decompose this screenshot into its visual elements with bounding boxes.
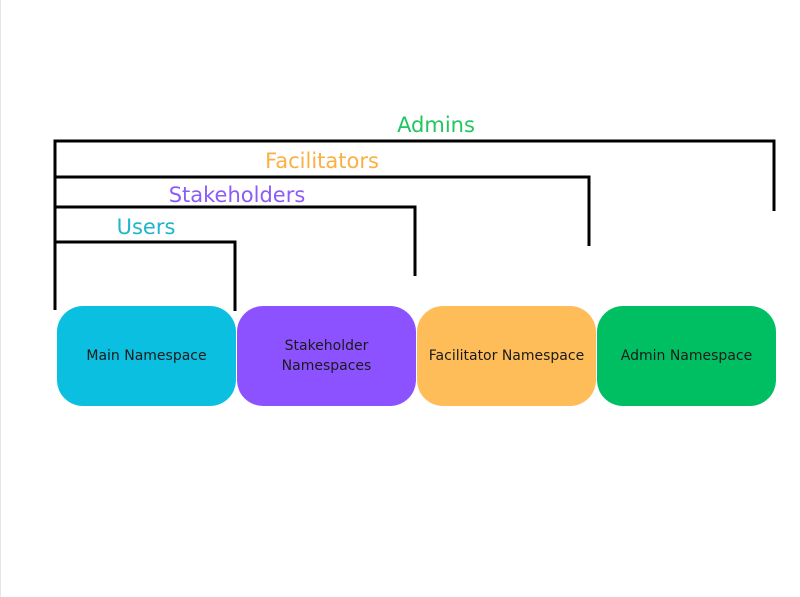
- admin-namespace-box: Admin Namespace: [597, 306, 776, 406]
- users-bracket: [55, 240, 237, 311]
- stakeholders-bracket: [55, 205, 417, 276]
- stakeholder-namespaces-label: Stakeholder Namespaces: [281, 338, 372, 374]
- admin-namespace-label: Admin Namespace: [620, 348, 753, 364]
- admins-bracket: [53, 139, 776, 310]
- facilitator-namespace-box: Facilitator Namespace: [417, 306, 596, 406]
- stakeholders-label: Stakeholders: [168, 183, 306, 207]
- main-namespace-label: Main Namespace: [86, 348, 207, 364]
- facilitators-bracket: [55, 175, 591, 246]
- facilitator-namespace-label: Facilitator Namespace: [428, 348, 585, 364]
- users-label: Users: [116, 215, 176, 239]
- admins-label: Admins: [397, 113, 475, 137]
- main-namespace-box: Main Namespace: [57, 306, 236, 406]
- facilitators-label: Facilitators: [265, 149, 379, 173]
- window-edge: [0, 0, 1, 597]
- stakeholder-namespaces-box: Stakeholder Namespaces: [237, 306, 416, 406]
